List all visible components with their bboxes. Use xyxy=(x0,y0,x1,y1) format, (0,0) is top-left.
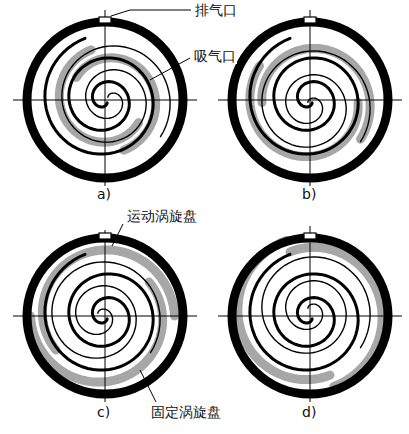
crosshair xyxy=(310,226,311,402)
crosshair xyxy=(105,230,106,402)
housing-ring xyxy=(27,238,183,394)
leader-line xyxy=(150,58,190,80)
exhaust-port xyxy=(99,17,111,23)
leader-lines xyxy=(111,10,191,402)
panel-tag: c) xyxy=(96,404,111,420)
leader-line xyxy=(140,370,156,402)
compression-pocket xyxy=(250,66,358,157)
exhaust-port xyxy=(99,233,111,239)
panel-a xyxy=(13,10,197,190)
panel-tag: d) xyxy=(301,404,317,420)
compression-pocket xyxy=(76,58,155,150)
orbiting-scroll xyxy=(262,51,370,147)
fixed-scroll xyxy=(45,254,153,370)
panel-tag: b) xyxy=(301,186,317,202)
leader-line xyxy=(111,10,191,16)
callout-label: 固定涡旋盘 xyxy=(150,404,222,420)
callout-label: 运动涡旋盘 xyxy=(126,208,198,224)
crosshair xyxy=(310,10,311,190)
crosshair xyxy=(105,10,106,190)
leader-line xyxy=(112,224,123,246)
fixed-scroll xyxy=(250,38,358,154)
fixed-scroll xyxy=(45,38,153,154)
panel-d xyxy=(218,226,402,402)
callout-label: 排气口 xyxy=(194,2,238,18)
orbiting-scroll xyxy=(62,46,170,142)
compression-pocket xyxy=(42,250,174,350)
panel-tag: a) xyxy=(96,186,112,202)
housing-ring xyxy=(232,22,388,178)
panel-b xyxy=(218,10,402,190)
scroll-spirals xyxy=(31,38,383,386)
exhaust-port xyxy=(304,233,316,239)
orbiting-scroll xyxy=(262,257,370,353)
housing-ring xyxy=(232,238,388,394)
panel-c xyxy=(13,230,197,402)
orbiting-scroll xyxy=(52,262,160,358)
exhaust-port xyxy=(304,17,316,23)
housing-ring xyxy=(27,22,183,178)
callout-label: 吸气口 xyxy=(193,48,237,64)
